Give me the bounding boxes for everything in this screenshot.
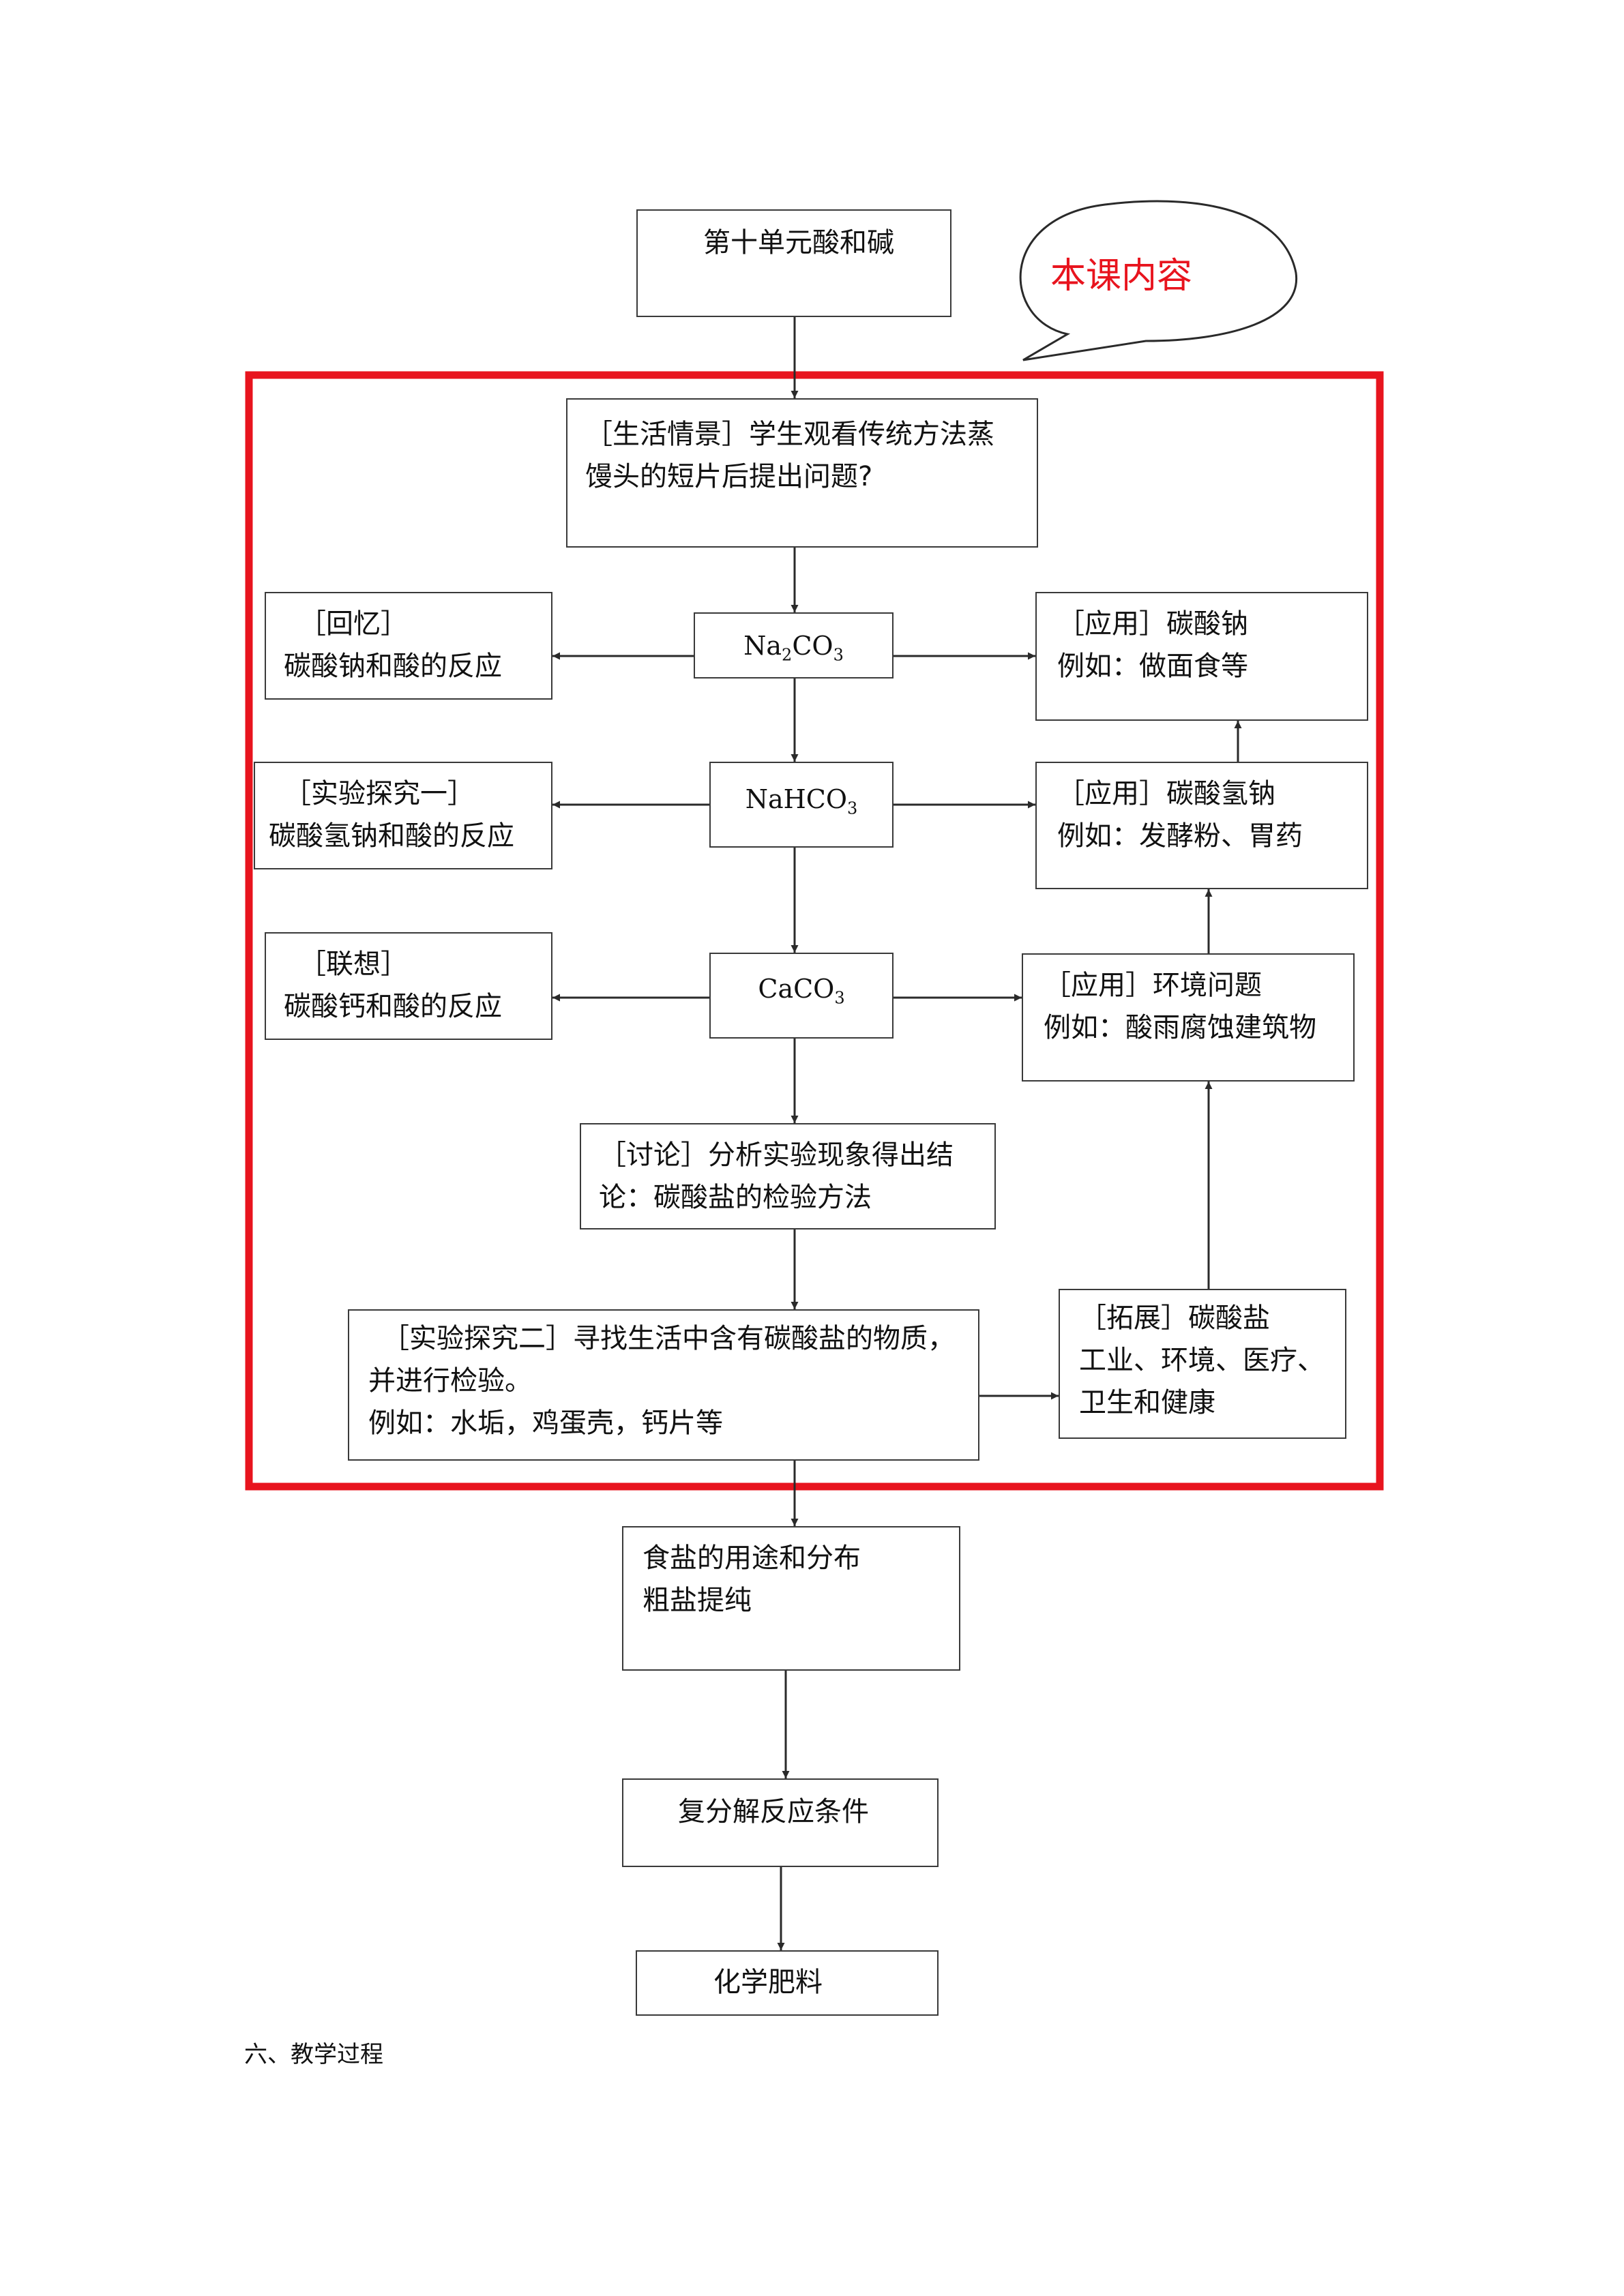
node-discuss-line-2: 论：碳酸盐的检验方法 bbox=[599, 1182, 872, 1213]
node-na2co3: Na2CO3 bbox=[694, 612, 894, 679]
node-fertilizer: 化学肥料 bbox=[636, 1950, 939, 2016]
node-life-scenario: ［生活情景］学生观看传统方法蒸 馒头的短片后提出问题? bbox=[566, 398, 1038, 548]
node-unit10-line: 第十单元酸和碱 bbox=[703, 227, 894, 258]
node-fert-line: 化学肥料 bbox=[713, 1967, 823, 1998]
node-app-nahco3-line-1: ［应用］碳酸氢钠 bbox=[1057, 778, 1275, 809]
node-exp2-line-1: ［实验探究二］寻找生活中含有碳酸盐的物质， bbox=[382, 1323, 955, 1354]
node-assoc-line-1: ［联想］ bbox=[299, 949, 408, 980]
lesson-scope-frame bbox=[245, 371, 1384, 1491]
node-exp2-line-3: 例如：水垢，鸡蛋壳，钙片等 bbox=[368, 1407, 723, 1439]
node-extend-line-3: 卫生和健康 bbox=[1079, 1387, 1215, 1418]
node-double-line: 复分解反应条件 bbox=[678, 1796, 869, 1828]
node-exp1-line-1: ［实验探究一］ bbox=[284, 778, 475, 809]
na2co3-sub2: 3 bbox=[833, 645, 844, 665]
node-app-env-line-1: ［应用］环境问题 bbox=[1044, 970, 1262, 1001]
node-life-line-2: 馒头的短片后提出问题? bbox=[585, 461, 873, 492]
node-salt-line-2: 粗盐提纯 bbox=[643, 1585, 752, 1616]
node-salt-line-1: 食盐的用途和分布 bbox=[643, 1542, 861, 1574]
node-app-na2co3-line-1: ［应用］碳酸钠 bbox=[1057, 608, 1248, 640]
node-app-environment: ［应用］环境问题 例如：酸雨腐蚀建筑物 bbox=[1022, 953, 1355, 1082]
nahco3-sub: 3 bbox=[847, 799, 858, 818]
na2co3-sub1: 2 bbox=[782, 645, 793, 665]
node-recall-line-2: 碳酸钠和酸的反应 bbox=[284, 651, 502, 682]
node-discuss-line-1: ［讨论］分析实验现象得出结 bbox=[599, 1139, 954, 1171]
node-app-nahco3-line-2: 例如：发酵粉、胃药 bbox=[1057, 820, 1303, 852]
node-exp2: ［实验探究二］寻找生活中含有碳酸盐的物质， 并进行检验。 例如：水垢，鸡蛋壳，钙… bbox=[348, 1309, 979, 1461]
node-recall-line-1: ［回忆］ bbox=[299, 608, 408, 640]
node-life-line-1: ［生活情景］学生观看传统方法蒸 bbox=[585, 419, 994, 450]
node-exp1: ［实验探究一］ 碳酸氢钠和酸的反应 bbox=[254, 762, 552, 869]
node-app-env-line-2: 例如：酸雨腐蚀建筑物 bbox=[1044, 1012, 1316, 1043]
node-exp1-line-2: 碳酸氢钠和酸的反应 bbox=[269, 820, 514, 852]
node-extend-line-1: ［拓展］碳酸盐 bbox=[1079, 1302, 1270, 1334]
node-nahco3: NaHCO3 bbox=[709, 762, 894, 848]
section-heading-teaching-process: 六、教学过程 bbox=[244, 2041, 383, 2068]
node-unit10: 第十单元酸和碱 bbox=[636, 209, 951, 317]
node-extend-line-2: 工业、环境、医疗、 bbox=[1079, 1345, 1325, 1376]
callout-text: 本课内容 bbox=[1050, 256, 1193, 297]
node-extend: ［拓展］碳酸盐 工业、环境、医疗、 卫生和健康 bbox=[1059, 1289, 1346, 1439]
node-app-na2co3: ［应用］碳酸钠 例如：做面食等 bbox=[1035, 592, 1368, 721]
node-discussion: ［讨论］分析实验现象得出结 论：碳酸盐的检验方法 bbox=[580, 1123, 996, 1229]
node-salt: 食盐的用途和分布 粗盐提纯 bbox=[622, 1526, 960, 1671]
node-recall: ［回忆］ 碳酸钠和酸的反应 bbox=[265, 592, 552, 700]
node-caco3: CaCO3 bbox=[709, 953, 894, 1039]
node-assoc-line-2: 碳酸钙和酸的反应 bbox=[284, 991, 502, 1022]
na2co3-mid: CO bbox=[792, 631, 833, 661]
caco3-pre: CaCO bbox=[758, 974, 835, 1004]
nahco3-pre: NaHCO bbox=[745, 784, 847, 814]
node-app-nahco3: ［应用］碳酸氢钠 例如：发酵粉、胃药 bbox=[1035, 762, 1368, 889]
node-exp2-line-2: 并进行检验。 bbox=[368, 1365, 532, 1397]
node-app-na2co3-line-2: 例如：做面食等 bbox=[1057, 651, 1248, 682]
node-association: ［联想］ 碳酸钙和酸的反应 bbox=[265, 932, 552, 1040]
na2co3-pre: Na bbox=[743, 631, 782, 661]
caco3-sub: 3 bbox=[834, 988, 845, 1008]
callout-bubble bbox=[1019, 200, 1298, 361]
node-double-decomposition: 复分解反应条件 bbox=[622, 1778, 939, 1867]
